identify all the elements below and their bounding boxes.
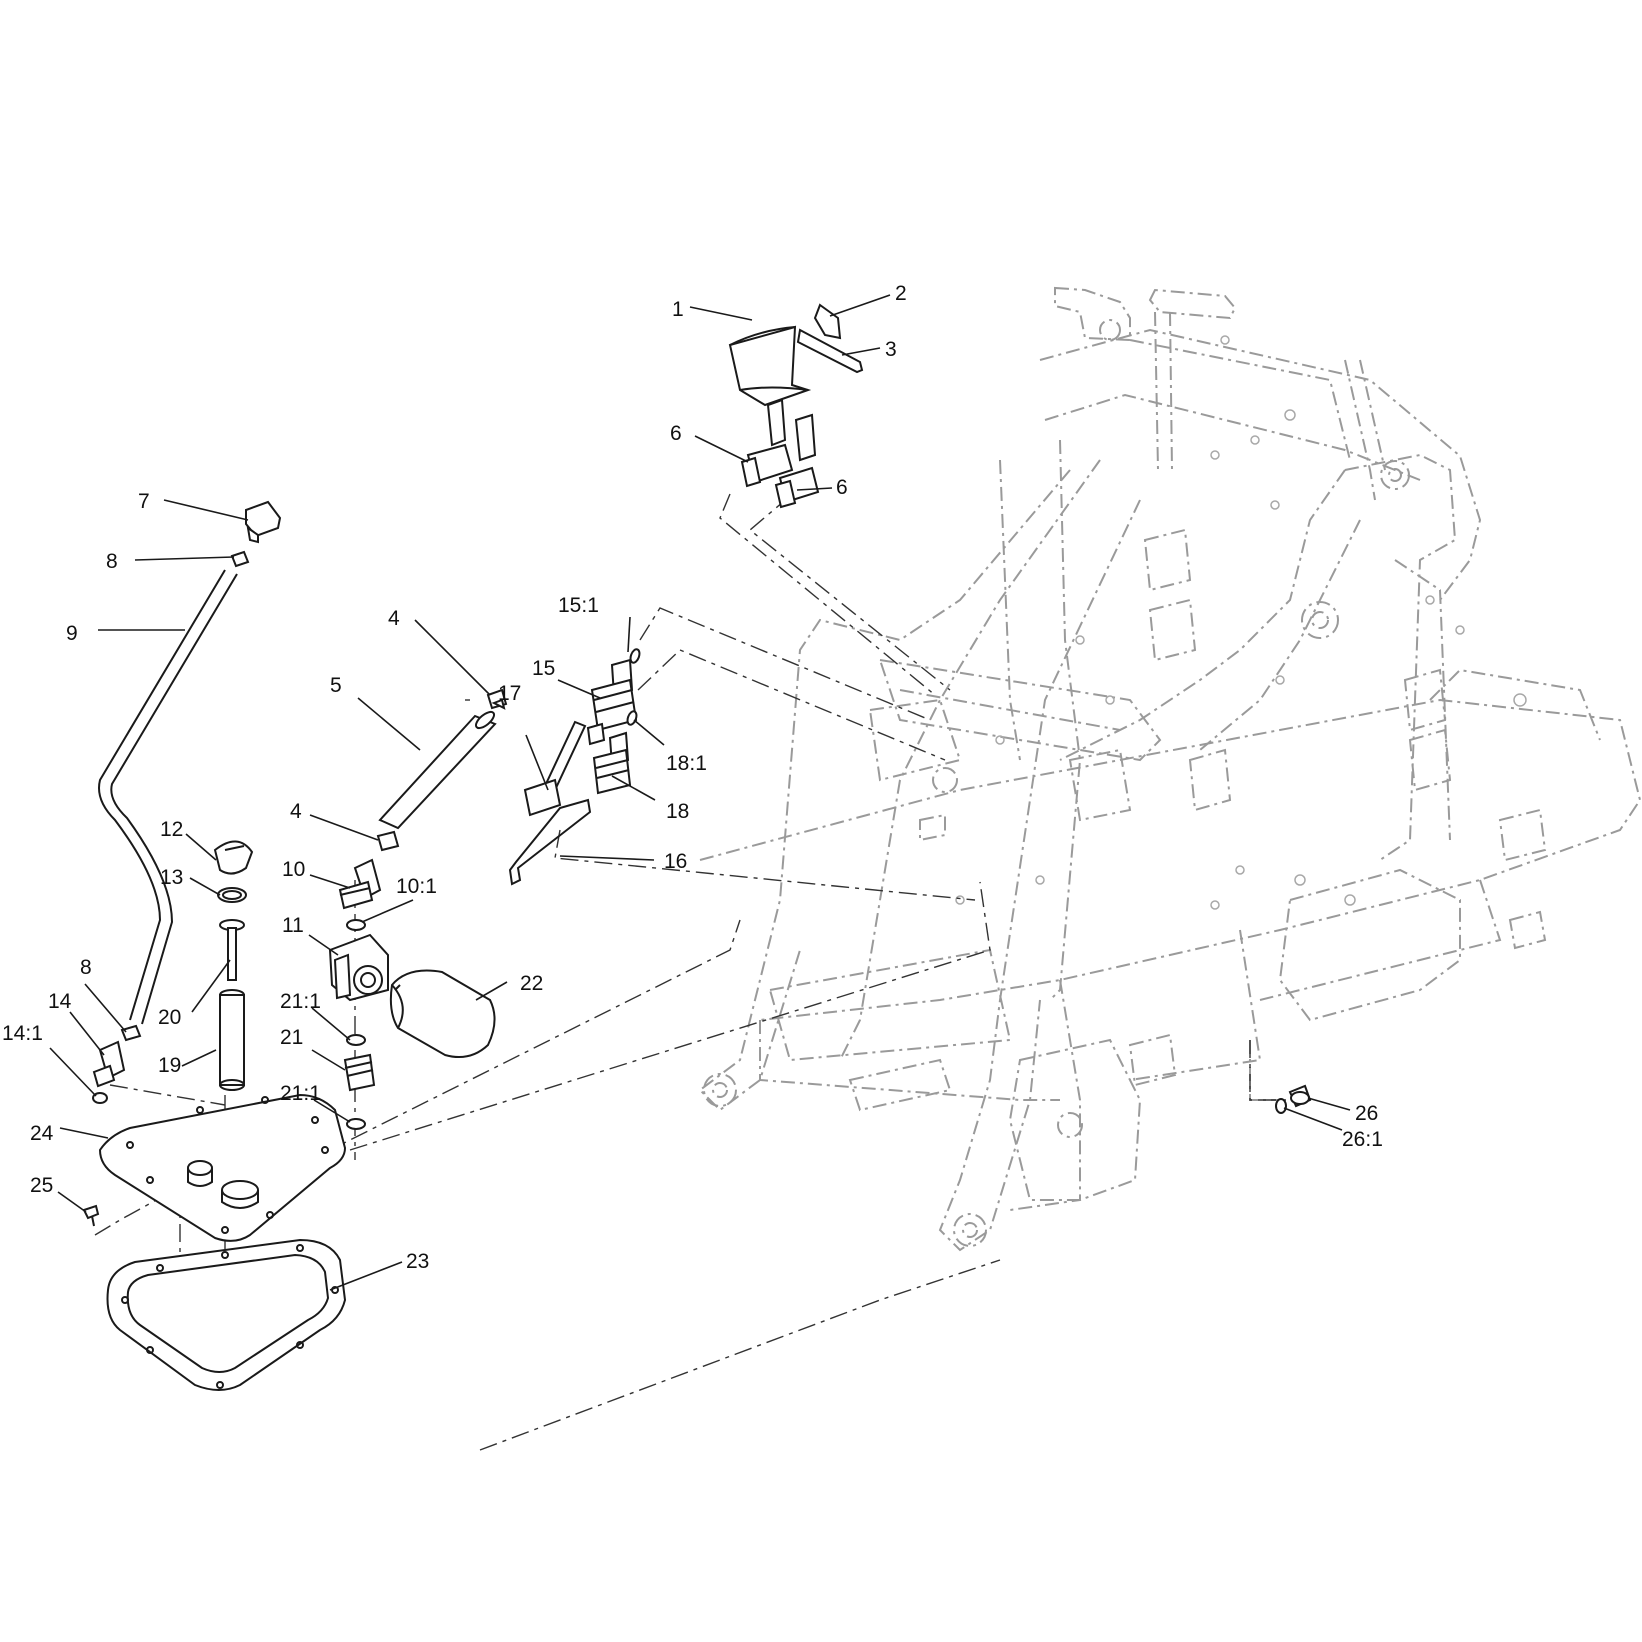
part-6-fitting-right: [774, 413, 820, 509]
part-8-clamp-lower: [120, 1024, 142, 1042]
callout-6-right: 6: [836, 476, 848, 499]
part-16-bracket: [508, 798, 592, 886]
callout-15: 15: [532, 657, 555, 680]
part-21-1-o-ring-lower: [346, 1118, 366, 1130]
machine-frame: [698, 286, 1642, 1252]
callout-22: 22: [520, 972, 543, 995]
callout-18-1: 18:1: [666, 752, 707, 775]
part-26-1-o-ring: [1275, 1098, 1287, 1114]
callout-2: 2: [895, 282, 907, 305]
callout-18: 18: [666, 800, 689, 823]
callout-8-lower: 8: [80, 956, 92, 979]
part-10-1-o-ring: [346, 919, 366, 931]
part-9-dipstick-tube: [98, 569, 238, 1025]
callout-19: 19: [158, 1054, 181, 1077]
callout-21-1-lower: 21:1: [280, 1082, 321, 1105]
callout-5: 5: [330, 674, 342, 697]
part-6-fitting-left: [740, 398, 794, 488]
callout-4-upper: 4: [388, 607, 400, 630]
part-4-clamp-upper: [486, 688, 508, 710]
part-24-cover-plate: [98, 1093, 347, 1242]
part-7-cap: [245, 500, 282, 544]
part-25-bolt: [82, 1204, 100, 1227]
callout-21-1-upper: 21:1: [280, 990, 321, 1013]
callout-13: 13: [160, 866, 183, 889]
part-22-filter: [389, 969, 496, 1058]
part-21-adapter: [343, 1053, 376, 1092]
callout-26-1: 26:1: [1342, 1128, 1383, 1151]
callout-9: 9: [66, 622, 78, 645]
part-13-gasket: [217, 887, 247, 903]
part-1-tube: [728, 325, 812, 407]
part-10-fitting: [338, 858, 382, 910]
callout-14-1: 14:1: [2, 1022, 43, 1045]
part-21-1-o-ring-upper: [346, 1034, 366, 1046]
part-12-breather-cap: [213, 840, 254, 875]
leader-lines: [49, 294, 1351, 1291]
callout-1: 1: [672, 298, 684, 321]
callout-7: 7: [138, 490, 150, 513]
callout-10-1: 10:1: [396, 875, 437, 898]
part-2-cotter-pin: [813, 303, 842, 340]
callout-23: 23: [406, 1250, 429, 1273]
callout-16: 16: [664, 850, 687, 873]
callout-25: 25: [30, 1174, 53, 1197]
callout-15-1: 15:1: [558, 594, 599, 617]
part-14-elbow: [92, 1040, 126, 1088]
callout-labels: 1 2 3 6 6 7 8 9 4 15:1 15 5 17 18:1 18 4…: [2, 282, 1383, 1273]
callout-24: 24: [30, 1122, 54, 1145]
callout-3: 3: [885, 338, 897, 361]
part-23-gasket: [106, 1238, 347, 1391]
part-3-pin: [796, 328, 864, 374]
part-8-clamp-upper: [230, 550, 250, 568]
part-4-clamp-lower: [376, 830, 400, 852]
callout-26: 26: [1355, 1102, 1378, 1125]
callout-6-left: 6: [670, 422, 682, 445]
part-18-1-o-ring: [626, 710, 638, 726]
part-18-coupler: [592, 731, 632, 795]
callout-14: 14: [48, 990, 72, 1013]
part-5-hose: [378, 710, 497, 830]
callout-11: 11: [282, 914, 304, 937]
part-15-1-o-ring: [629, 648, 641, 664]
part-20-strainer: [219, 919, 245, 981]
callout-12: 12: [160, 818, 183, 841]
part-19-standpipe: [219, 989, 245, 1091]
callout-8-upper: 8: [106, 550, 118, 573]
callout-10: 10: [282, 858, 305, 881]
callout-4-lower: 4: [290, 800, 302, 823]
part-11-filter-head: [328, 933, 389, 1002]
callout-21: 21: [280, 1026, 303, 1049]
part-17-bracket: [523, 720, 587, 817]
callout-17: 17: [498, 682, 521, 705]
callout-20: 20: [158, 1006, 181, 1029]
part-15-coupler: [586, 658, 638, 746]
part-26-plug: [1288, 1084, 1312, 1108]
